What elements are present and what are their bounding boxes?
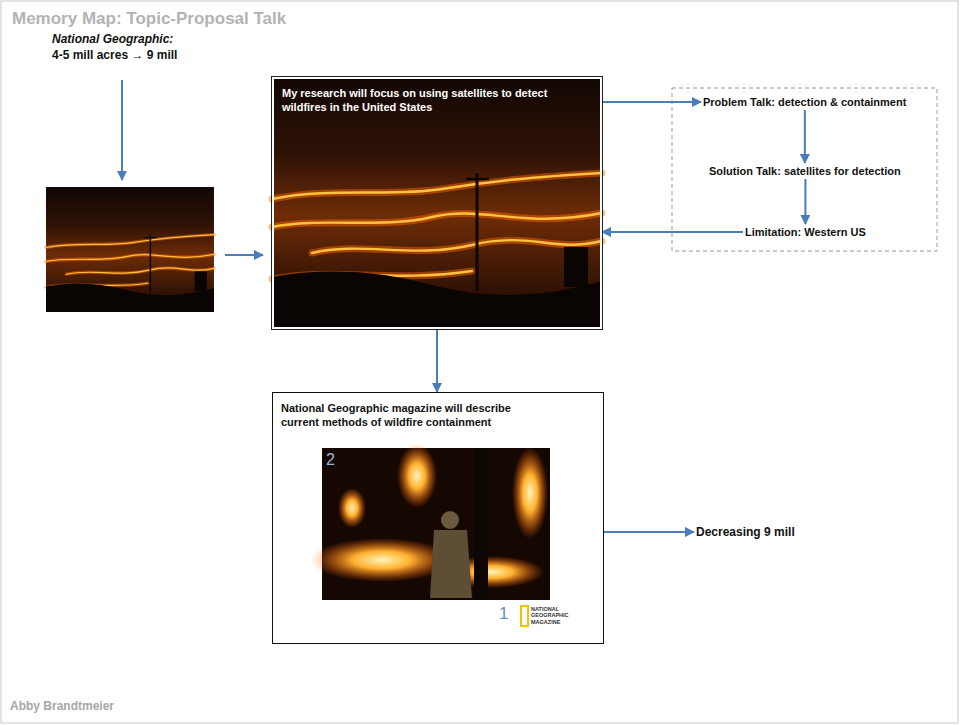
node-text: Decreasing 9 mill [696,524,795,540]
logo-text: NATIONAL GEOGRAPHIC MAGAZINE [531,606,573,625]
fire-photo [46,187,214,312]
node-text: Problem Talk: detection & containment [703,95,906,109]
logo-frame [521,606,528,626]
node-text: Limitation: Western US [745,225,866,239]
author-credit: Abby Brandtmeier [10,699,114,713]
talk-step: Solution Talk: satellites for detection [707,163,903,179]
node-text: National Geographic: [52,31,177,47]
flow-arrow [225,254,263,256]
talk-step: Limitation: Western US [743,224,868,240]
node-text: My research will focus on using satellit… [282,86,560,114]
flow-arrow [602,231,743,233]
fire-photo [272,77,602,329]
source-note: National Geographic:4-5 mill acres → 9 m… [52,31,177,63]
group-outline [672,88,937,251]
flow-arrow [804,179,806,224]
firefighter-photo [310,444,550,600]
research-slide: My research will focus on using satellit… [272,77,602,329]
flow-arrow [602,101,701,103]
callout-number: 1 [499,604,508,624]
node-text: 4-5 mill acres → 9 mill [52,47,177,63]
slide-ground [272,392,604,644]
callout-number: 2 [326,451,335,469]
outcome-note: Decreasing 9 mill [694,523,797,541]
flow-arrow [804,110,806,163]
flow-arrow [121,80,123,180]
node-text: Solution Talk: satellites for detection [709,164,901,178]
flow-arrow [604,531,694,533]
flow-arrow [436,329,438,392]
node-text: National Geographic magazine will descri… [281,401,543,429]
talk-step: Problem Talk: detection & containment [701,94,908,110]
diagram-title: Memory Map: Topic-Proposal Talk [12,9,286,29]
